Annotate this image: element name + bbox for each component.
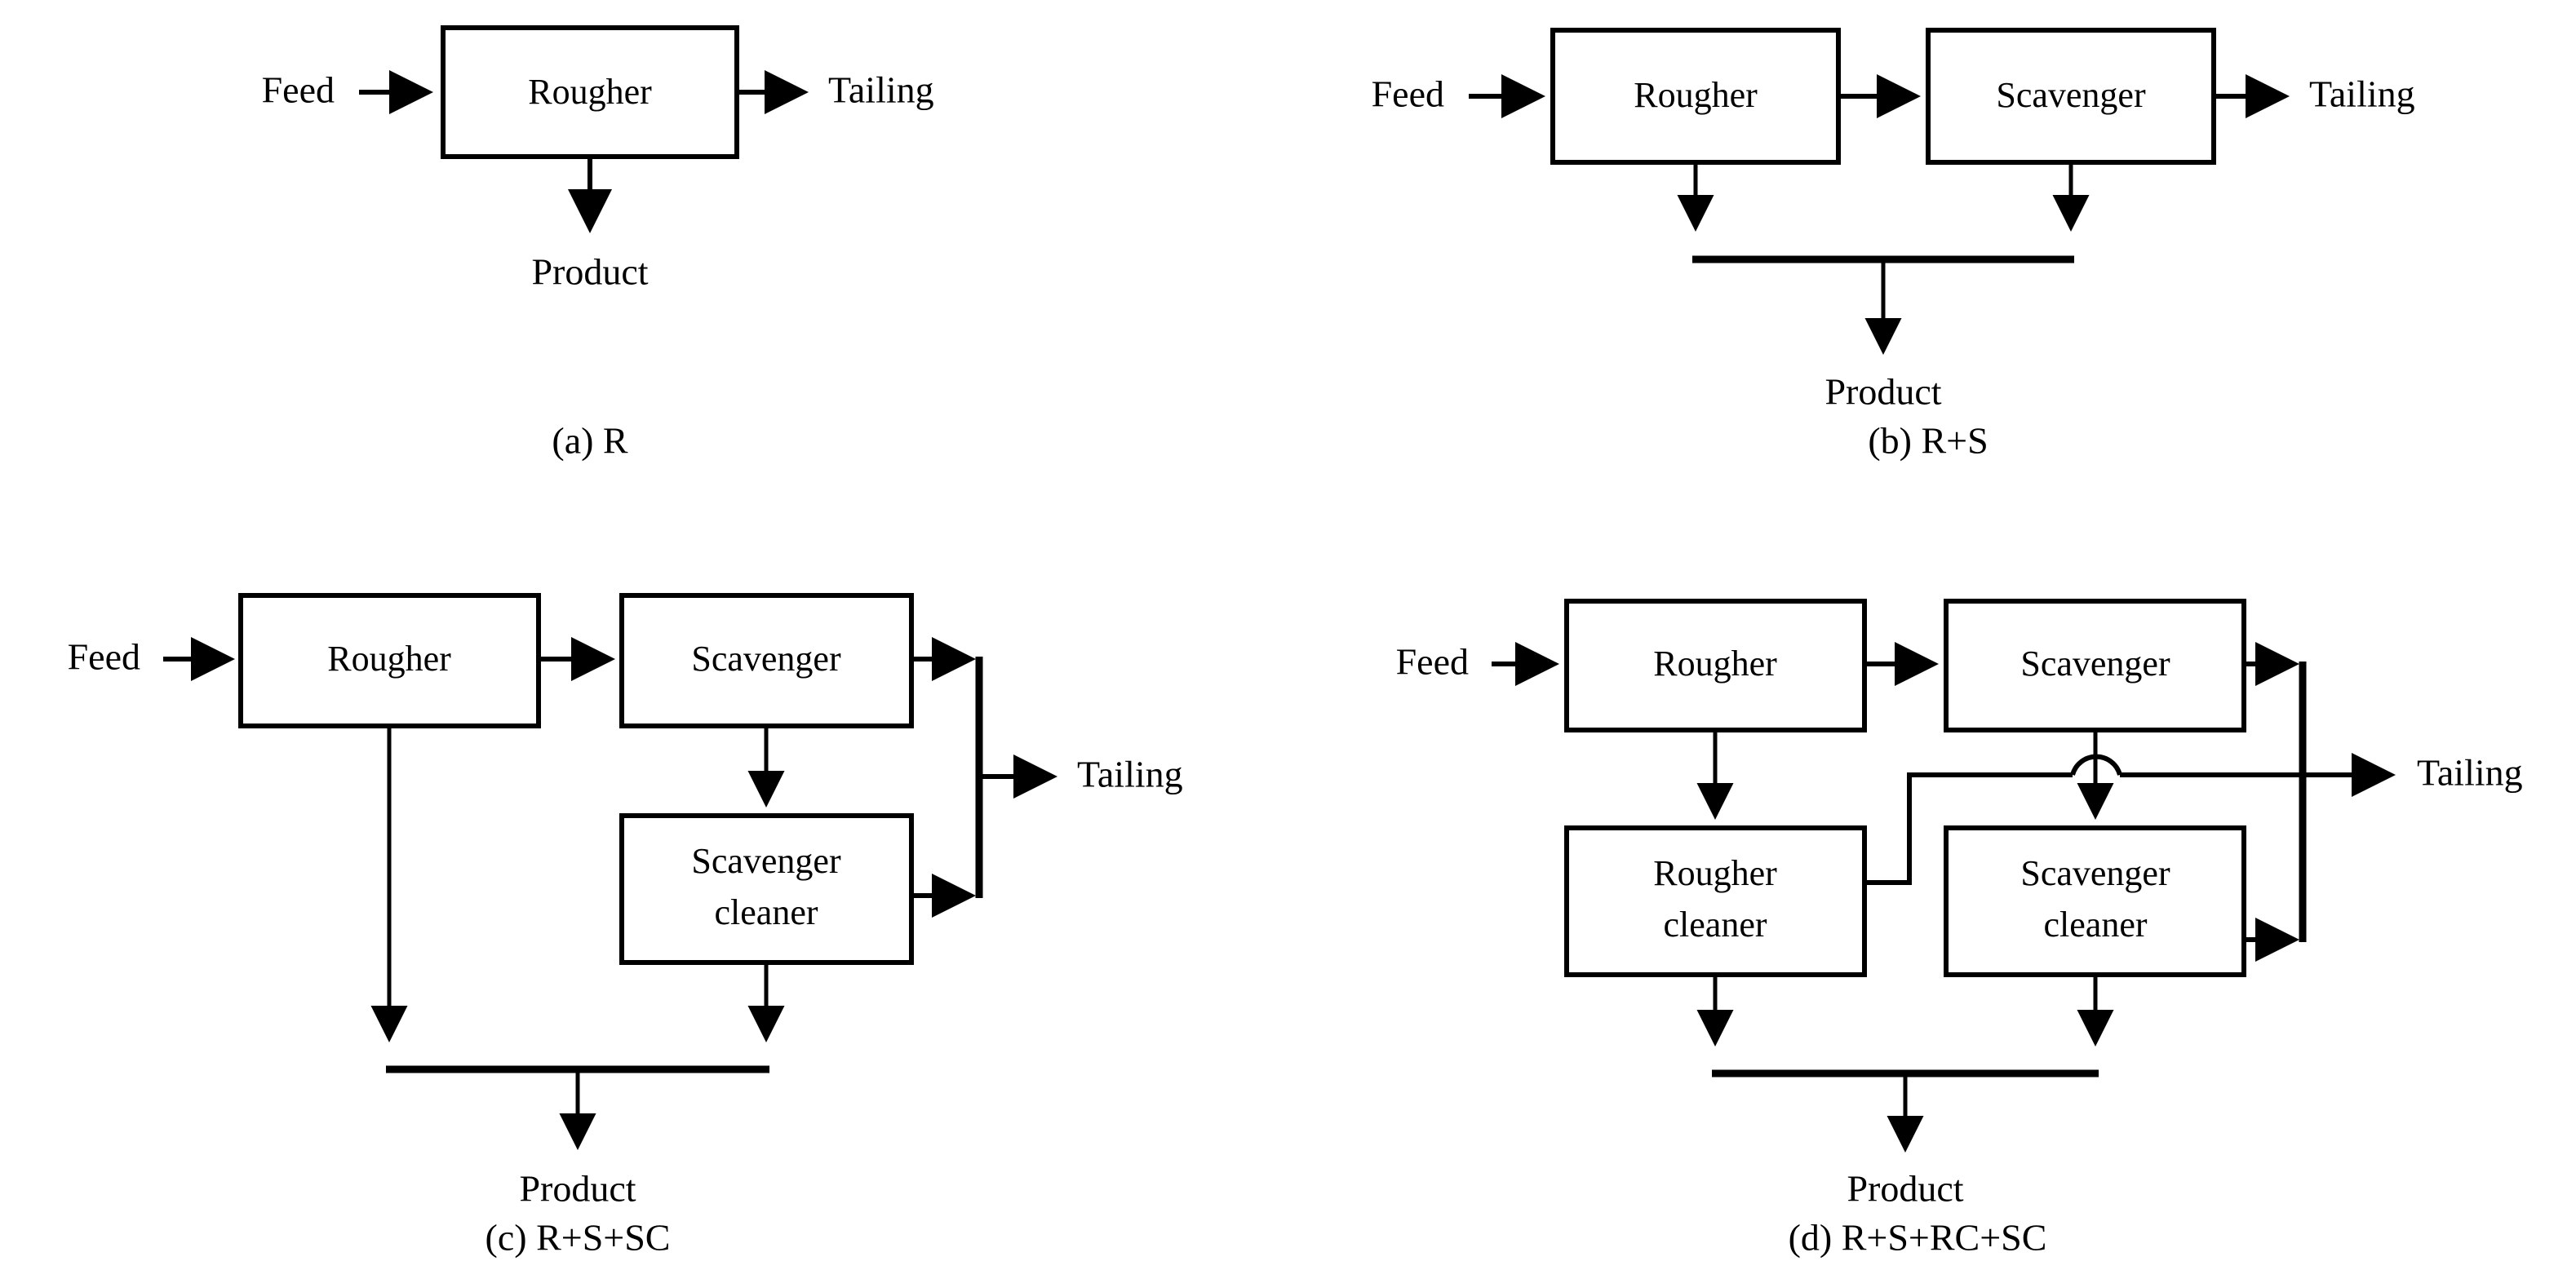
panel-d-feed-label: Feed bbox=[1396, 641, 1469, 683]
panel-d-unit-rougher-box bbox=[1564, 599, 1867, 732]
panel-b: Feed Rougher Scavenger Tailing Product (… bbox=[1372, 28, 2415, 462]
panel-c: Feed Rougher Scavenger Scavenger cleaner bbox=[68, 593, 1183, 1259]
panel-c-unit-scavenger-label: Scavenger bbox=[691, 639, 841, 679]
panel-d-unit-scavenger-label: Scavenger bbox=[2020, 644, 2170, 684]
panel-a-unit-rougher-box bbox=[441, 25, 739, 159]
panel-c-caption: (c) R+S+SC bbox=[485, 1217, 671, 1259]
panel-b-unit-scavenger-box bbox=[1926, 28, 2216, 165]
panel-a-caption: (a) R bbox=[552, 420, 628, 462]
panel-d-unit-rougher-cleaner-label-line2: cleaner bbox=[1664, 905, 1767, 945]
panel-c-unit-scavenger-cleaner-label-line1: Scavenger bbox=[691, 841, 841, 881]
panel-b-unit-rougher-label: Rougher bbox=[1634, 75, 1758, 115]
panel-d-unit-scavenger-cleaner-box bbox=[1944, 825, 2246, 977]
panel-b-unit-rougher-box bbox=[1550, 28, 1841, 165]
panel-a: Feed Rougher Tailing Product (a) R bbox=[262, 25, 934, 462]
panel-d-unit-rougher-cleaner-label-line1: Rougher bbox=[1653, 853, 1777, 893]
panel-a-unit-rougher-label: Rougher bbox=[528, 72, 652, 112]
panel-c-feed-label: Feed bbox=[68, 636, 140, 678]
panel-c-unit-scavenger-cleaner-box bbox=[619, 813, 914, 965]
panel-d-unit-rougher-label: Rougher bbox=[1653, 644, 1777, 684]
panel-c-unit-scavenger-box bbox=[619, 593, 914, 728]
panel-d-caption: (d) R+S+RC+SC bbox=[1789, 1217, 2047, 1259]
panel-d-rougher-cleaner-tail-route bbox=[1867, 772, 2073, 885]
panel-c-product-label: Product bbox=[519, 1168, 636, 1210]
panel-a-feed-label: Feed bbox=[262, 69, 335, 111]
panel-c-unit-scavenger-cleaner-label-line2: cleaner bbox=[715, 892, 818, 932]
panel-b-product-label: Product bbox=[1824, 371, 1941, 413]
panel-d-tailing-label: Tailing bbox=[2417, 752, 2523, 794]
panel-d-product-label: Product bbox=[1847, 1168, 1963, 1210]
panel-d-tailing-hop-arc bbox=[2070, 754, 2122, 776]
panel-b-feed-label: Feed bbox=[1372, 73, 1444, 115]
panel-b-caption: (b) R+S bbox=[1868, 420, 1988, 462]
panel-c-unit-rougher-box bbox=[238, 593, 541, 728]
panel-a-tailing-label: Tailing bbox=[828, 69, 934, 111]
panel-c-unit-rougher-label: Rougher bbox=[327, 639, 451, 679]
panel-d: Feed Rougher Scavenger Rougher cleaner S… bbox=[1396, 599, 2523, 1259]
panel-d-unit-scavenger-cleaner-label-line2: cleaner bbox=[2044, 905, 2148, 945]
panel-b-tailing-label: Tailing bbox=[2309, 73, 2415, 115]
panel-b-unit-scavenger-label: Scavenger bbox=[1996, 75, 2146, 115]
panel-d-unit-scavenger-box bbox=[1944, 599, 2246, 732]
panel-d-unit-rougher-cleaner-box bbox=[1564, 825, 1867, 977]
panel-d-unit-scavenger-cleaner-label-line1: Scavenger bbox=[2020, 853, 2170, 893]
panel-c-tailing-label: Tailing bbox=[1077, 754, 1183, 795]
panel-a-product-label: Product bbox=[531, 251, 648, 293]
